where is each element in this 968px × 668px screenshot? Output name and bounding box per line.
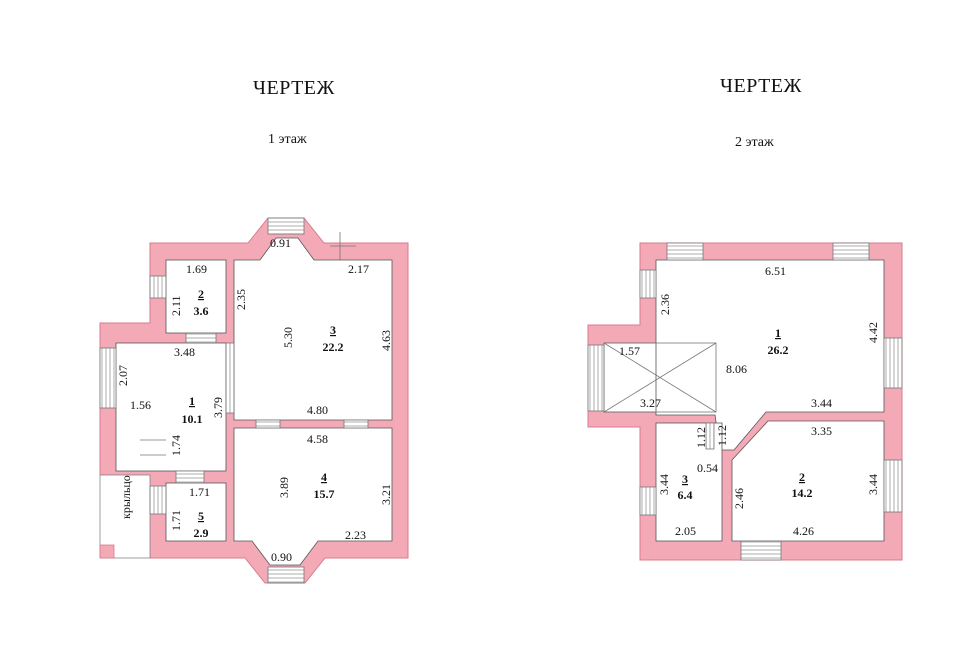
dimension-label: 3.44 [866, 474, 880, 495]
dimension-label: 0.54 [697, 461, 718, 475]
room-number: 5 [198, 509, 204, 523]
plan1-rooms [99, 237, 393, 566]
room-area: 10.1 [182, 412, 203, 426]
dimension-label: 2.17 [348, 262, 369, 276]
dimension-label: 8.06 [726, 362, 747, 376]
dimension-label: 0.91 [270, 236, 291, 250]
dimension-label: 4.42 [866, 322, 880, 343]
dimension-label: 1.71 [189, 485, 210, 499]
room-area: 22.2 [323, 340, 344, 354]
dimension-label: 2.46 [732, 488, 746, 509]
dimension-label: 5.30 [281, 327, 295, 348]
dimension-label: 1.12 [694, 427, 708, 448]
dimension-label: 3.21 [379, 484, 393, 505]
plan1-title: ЧЕРТЕЖ [253, 77, 335, 99]
room-area: 6.4 [678, 488, 693, 502]
dimension-label: 3.48 [174, 345, 195, 359]
room-area: 3.6 [194, 304, 209, 318]
dimension-label: 4.80 [307, 403, 328, 417]
room-number: 3 [330, 323, 336, 337]
room-number: 1 [775, 326, 781, 340]
plan2-title: ЧЕРТЕЖ [720, 75, 802, 97]
dimension-label: 1.12 [715, 425, 729, 446]
plan2-stair-opening [603, 342, 717, 413]
plan2: 1 26.2 2 14.2 3 6.4 6.51 2.36 4.42 1.57 … [587, 242, 903, 561]
dimension-label: 1.57 [619, 344, 640, 358]
room-number: 2 [799, 470, 805, 484]
room-area: 15.7 [314, 487, 335, 501]
dimension-label: 0.90 [271, 550, 292, 564]
porch-label: крыльцо [119, 475, 133, 519]
dimension-label: 3.79 [211, 397, 225, 418]
dimension-label: 2.11 [169, 295, 183, 316]
plan2-dimensions: 6.51 2.36 4.42 1.57 8.06 3.27 3.44 1.12 … [619, 264, 880, 538]
plan2-room-labels: 1 26.2 2 14.2 3 6.4 [678, 326, 813, 502]
plan2-windows [587, 242, 903, 561]
room-area: 14.2 [792, 486, 813, 500]
plan1-windows [99, 217, 369, 584]
dimension-label: 2.07 [116, 365, 130, 386]
dimension-label: 1.71 [169, 510, 183, 531]
dimension-label: 4.58 [307, 432, 328, 446]
room-number: 1 [189, 394, 195, 408]
dimension-label: 2.23 [345, 528, 366, 542]
room-number: 4 [321, 470, 327, 484]
dimension-label: 3.44 [657, 474, 671, 495]
dimension-label: 4.26 [793, 524, 814, 538]
dimension-label: 3.44 [811, 396, 832, 410]
plan1-room-labels: 1 10.1 2 3.6 3 22.2 4 15.7 5 2.9 [182, 287, 344, 540]
plan2-floor-label: 2 этаж [735, 135, 774, 150]
dimension-label: 3.89 [277, 477, 291, 498]
dimension-label: 3.27 [640, 396, 661, 410]
dimension-label: 6.51 [765, 264, 786, 278]
plan1-floor-label: 1 этаж [268, 132, 307, 147]
room-area: 2.9 [194, 526, 209, 540]
plan1: 1 10.1 2 3.6 3 22.2 4 15.7 5 2.9 1.69 2.… [99, 217, 409, 584]
dimension-label: 2.05 [675, 524, 696, 538]
room-number: 2 [198, 287, 204, 301]
dimension-label: 2.35 [234, 289, 248, 310]
dimension-label: 1.74 [169, 435, 183, 456]
dimension-label: 2.36 [658, 294, 672, 315]
plan2-rooms [603, 259, 885, 542]
room-area: 26.2 [768, 343, 789, 357]
room-number: 3 [682, 472, 688, 486]
dimension-label: 1.56 [130, 398, 151, 412]
dimension-label: 3.35 [811, 424, 832, 438]
plan1-dimensions: 1.69 2.11 2.35 0.91 2.17 5.30 4.63 3.48 … [116, 236, 393, 564]
dimension-label: 4.63 [379, 330, 393, 351]
dimension-label: 1.69 [186, 262, 207, 276]
plan1-steps [99, 232, 356, 559]
